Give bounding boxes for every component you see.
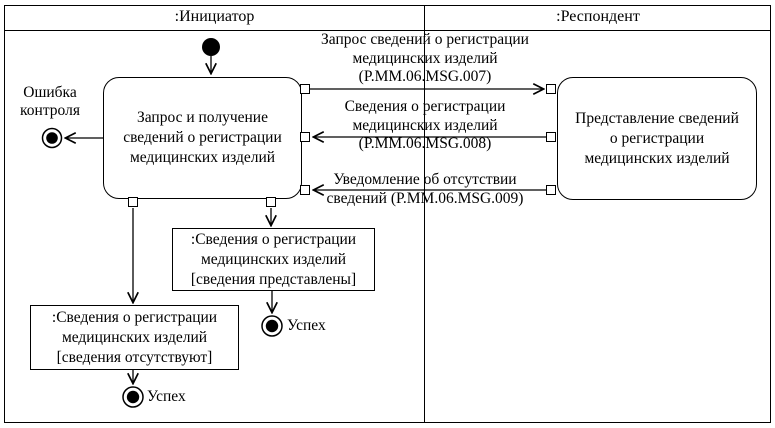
pin-responder-in-request [546, 84, 556, 94]
pin-in-absence [300, 185, 310, 195]
message-label-request: Запрос сведений о регистрации медицински… [321, 31, 529, 85]
message-label-absence: Уведомление об отсутствии сведений (P.MM… [326, 171, 524, 207]
pin-responder-out-info [546, 132, 556, 142]
success-label-absent: Успех [147, 388, 186, 405]
lane-header-separator [4, 30, 770, 31]
pin-out-object-provided [266, 197, 276, 207]
activity-initiator: Запрос и получение сведений о регистраци… [103, 77, 302, 199]
initial-node [202, 38, 220, 73]
diagram-frame [4, 5, 771, 423]
lane-header-respondent: :Респондент [556, 8, 640, 25]
error-final-node [41, 127, 103, 149]
pin-out-request [300, 84, 310, 94]
object-node-absent: :Сведения о регистрации медицинских изде… [30, 305, 239, 370]
success-final-node-provided [261, 290, 283, 337]
success-final-node-absent [122, 368, 144, 408]
error-final-label: Ошибка контроля [20, 84, 80, 119]
lane-divider [424, 5, 425, 422]
object-node-provided: :Сведения о регистрации медицинских изде… [172, 228, 375, 291]
lane-header-initiator: :Инициатор [174, 8, 255, 25]
message-label-info: Сведения о регистрации медицинских издел… [344, 98, 506, 152]
pin-out-object-absent [128, 197, 138, 207]
activity-responder: Представление сведений о регистрации мед… [557, 77, 757, 200]
success-label-provided: Успех [287, 317, 326, 334]
pin-responder-out-absence [546, 185, 556, 195]
pin-in-info [300, 132, 310, 142]
